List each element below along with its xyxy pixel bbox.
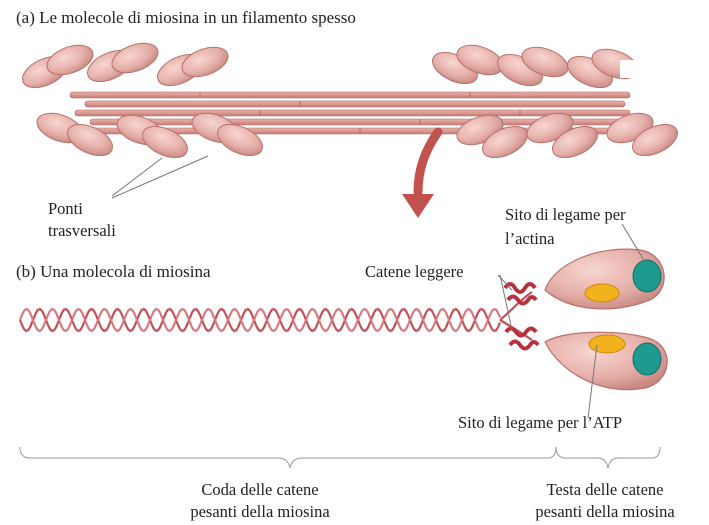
head-label-line2: pesanti della miosina (505, 502, 705, 522)
light-chains (505, 284, 538, 349)
tail-label-line1: Coda delle catene (160, 480, 360, 500)
panel-a-title: (a) Le molecole di miosina in un filamen… (16, 8, 356, 28)
bracket-tail (20, 447, 556, 468)
myosin-head-lower (545, 332, 667, 389)
bracket-head (556, 447, 660, 468)
myosin-head-upper (545, 249, 664, 309)
actin-site-label-line2: l’actina (505, 229, 554, 249)
zoom-arrow-icon (402, 132, 438, 218)
actin-binding-site-lower (633, 343, 661, 375)
myosin-tail (20, 309, 500, 331)
tail-label-line2: pesanti della miosina (160, 502, 360, 522)
panel-b-title: (b) Una molecola di miosina (16, 262, 211, 282)
thick-filament (18, 38, 682, 164)
crossbridges-leader-lines (112, 156, 208, 198)
head-label-line1: Testa delle catene (505, 480, 705, 500)
atp-binding-site-upper (585, 284, 619, 302)
light-chains-label: Catene leggere (365, 262, 463, 282)
actin-site-label-line1: Sito di legame per (505, 205, 626, 225)
crossbridges-label-line2: trasversali (48, 221, 116, 241)
crossbridges-label-line1: Ponti (48, 199, 83, 219)
actin-binding-site-upper (633, 260, 661, 292)
atp-site-label: Sito di legame per l’ATP (458, 413, 622, 433)
atp-binding-site-lower (589, 335, 625, 353)
